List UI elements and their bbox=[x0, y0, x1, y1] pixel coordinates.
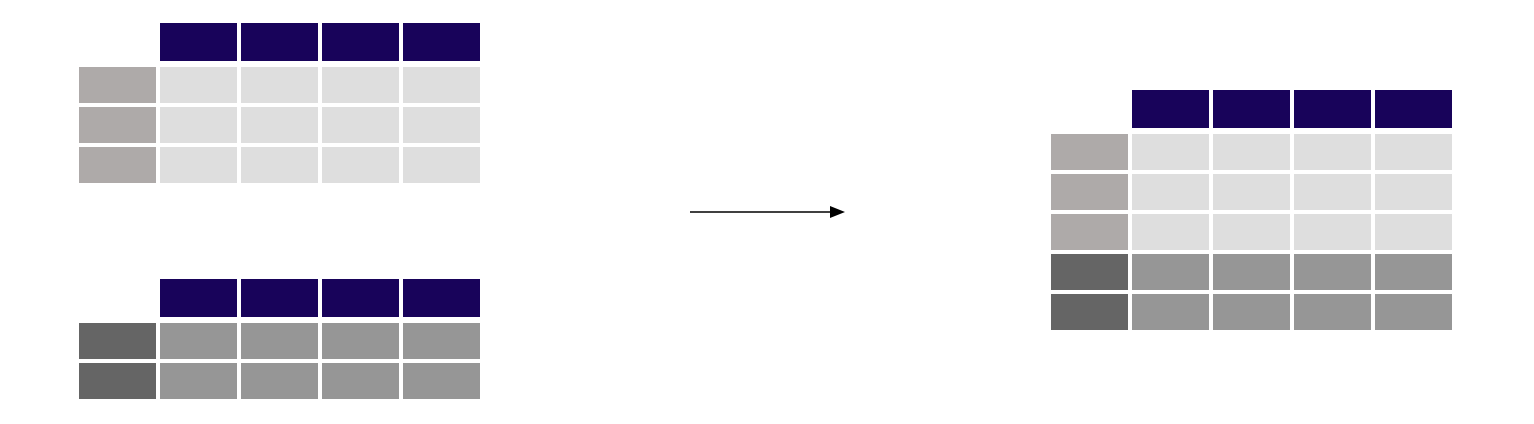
data-cell bbox=[1132, 134, 1209, 170]
data-cell bbox=[403, 323, 480, 359]
header-cell bbox=[1132, 90, 1209, 128]
data-cell bbox=[322, 67, 399, 103]
data-cell bbox=[241, 323, 318, 359]
data-cell bbox=[1294, 134, 1371, 170]
data-cell bbox=[1213, 134, 1290, 170]
header-cell bbox=[241, 23, 318, 61]
data-cell bbox=[1213, 254, 1290, 290]
data-cell bbox=[1213, 214, 1290, 250]
data-cell bbox=[403, 147, 480, 183]
data-cell bbox=[1294, 254, 1371, 290]
data-cell bbox=[322, 323, 399, 359]
table-bottom-left bbox=[79, 279, 480, 399]
table-result bbox=[1051, 90, 1452, 330]
data-cell bbox=[1132, 214, 1209, 250]
data-cell bbox=[160, 363, 237, 399]
header-cell bbox=[1294, 90, 1371, 128]
data-cell bbox=[160, 67, 237, 103]
header-cell bbox=[1375, 90, 1452, 128]
header-cell bbox=[241, 279, 318, 317]
arrow-right-icon bbox=[690, 206, 845, 218]
data-cell bbox=[1294, 214, 1371, 250]
data-cell bbox=[1375, 134, 1452, 170]
data-cell bbox=[160, 323, 237, 359]
data-cell bbox=[1132, 174, 1209, 210]
data-cell bbox=[1213, 294, 1290, 330]
header-cell bbox=[160, 279, 237, 317]
header-cell bbox=[322, 279, 399, 317]
index-cell bbox=[1051, 174, 1128, 210]
data-cell bbox=[1294, 174, 1371, 210]
index-cell bbox=[1051, 134, 1128, 170]
header-cell bbox=[322, 23, 399, 61]
data-cell bbox=[322, 107, 399, 143]
index-cell bbox=[79, 107, 156, 143]
data-cell bbox=[1213, 174, 1290, 210]
data-cell bbox=[1132, 254, 1209, 290]
data-cell bbox=[1132, 294, 1209, 330]
table-top-left bbox=[79, 23, 480, 183]
data-cell bbox=[241, 67, 318, 103]
index-cell bbox=[1051, 214, 1128, 250]
data-cell bbox=[322, 363, 399, 399]
data-cell bbox=[322, 147, 399, 183]
index-cell bbox=[79, 363, 156, 399]
index-cell bbox=[1051, 294, 1128, 330]
data-cell bbox=[160, 147, 237, 183]
header-cell bbox=[403, 23, 480, 61]
index-cell bbox=[79, 147, 156, 183]
data-cell bbox=[160, 107, 237, 143]
data-cell bbox=[403, 67, 480, 103]
data-cell bbox=[403, 107, 480, 143]
index-cell bbox=[79, 323, 156, 359]
data-cell bbox=[241, 147, 318, 183]
index-cell bbox=[79, 67, 156, 103]
data-cell bbox=[1375, 254, 1452, 290]
data-cell bbox=[241, 107, 318, 143]
header-cell bbox=[1213, 90, 1290, 128]
header-cell bbox=[403, 279, 480, 317]
index-cell bbox=[1051, 254, 1128, 290]
tables-layer bbox=[79, 23, 1452, 399]
header-cell bbox=[160, 23, 237, 61]
data-cell bbox=[1375, 294, 1452, 330]
data-cell bbox=[241, 363, 318, 399]
data-cell bbox=[1294, 294, 1371, 330]
data-cell bbox=[403, 363, 480, 399]
data-cell bbox=[1375, 214, 1452, 250]
data-cell bbox=[1375, 174, 1452, 210]
